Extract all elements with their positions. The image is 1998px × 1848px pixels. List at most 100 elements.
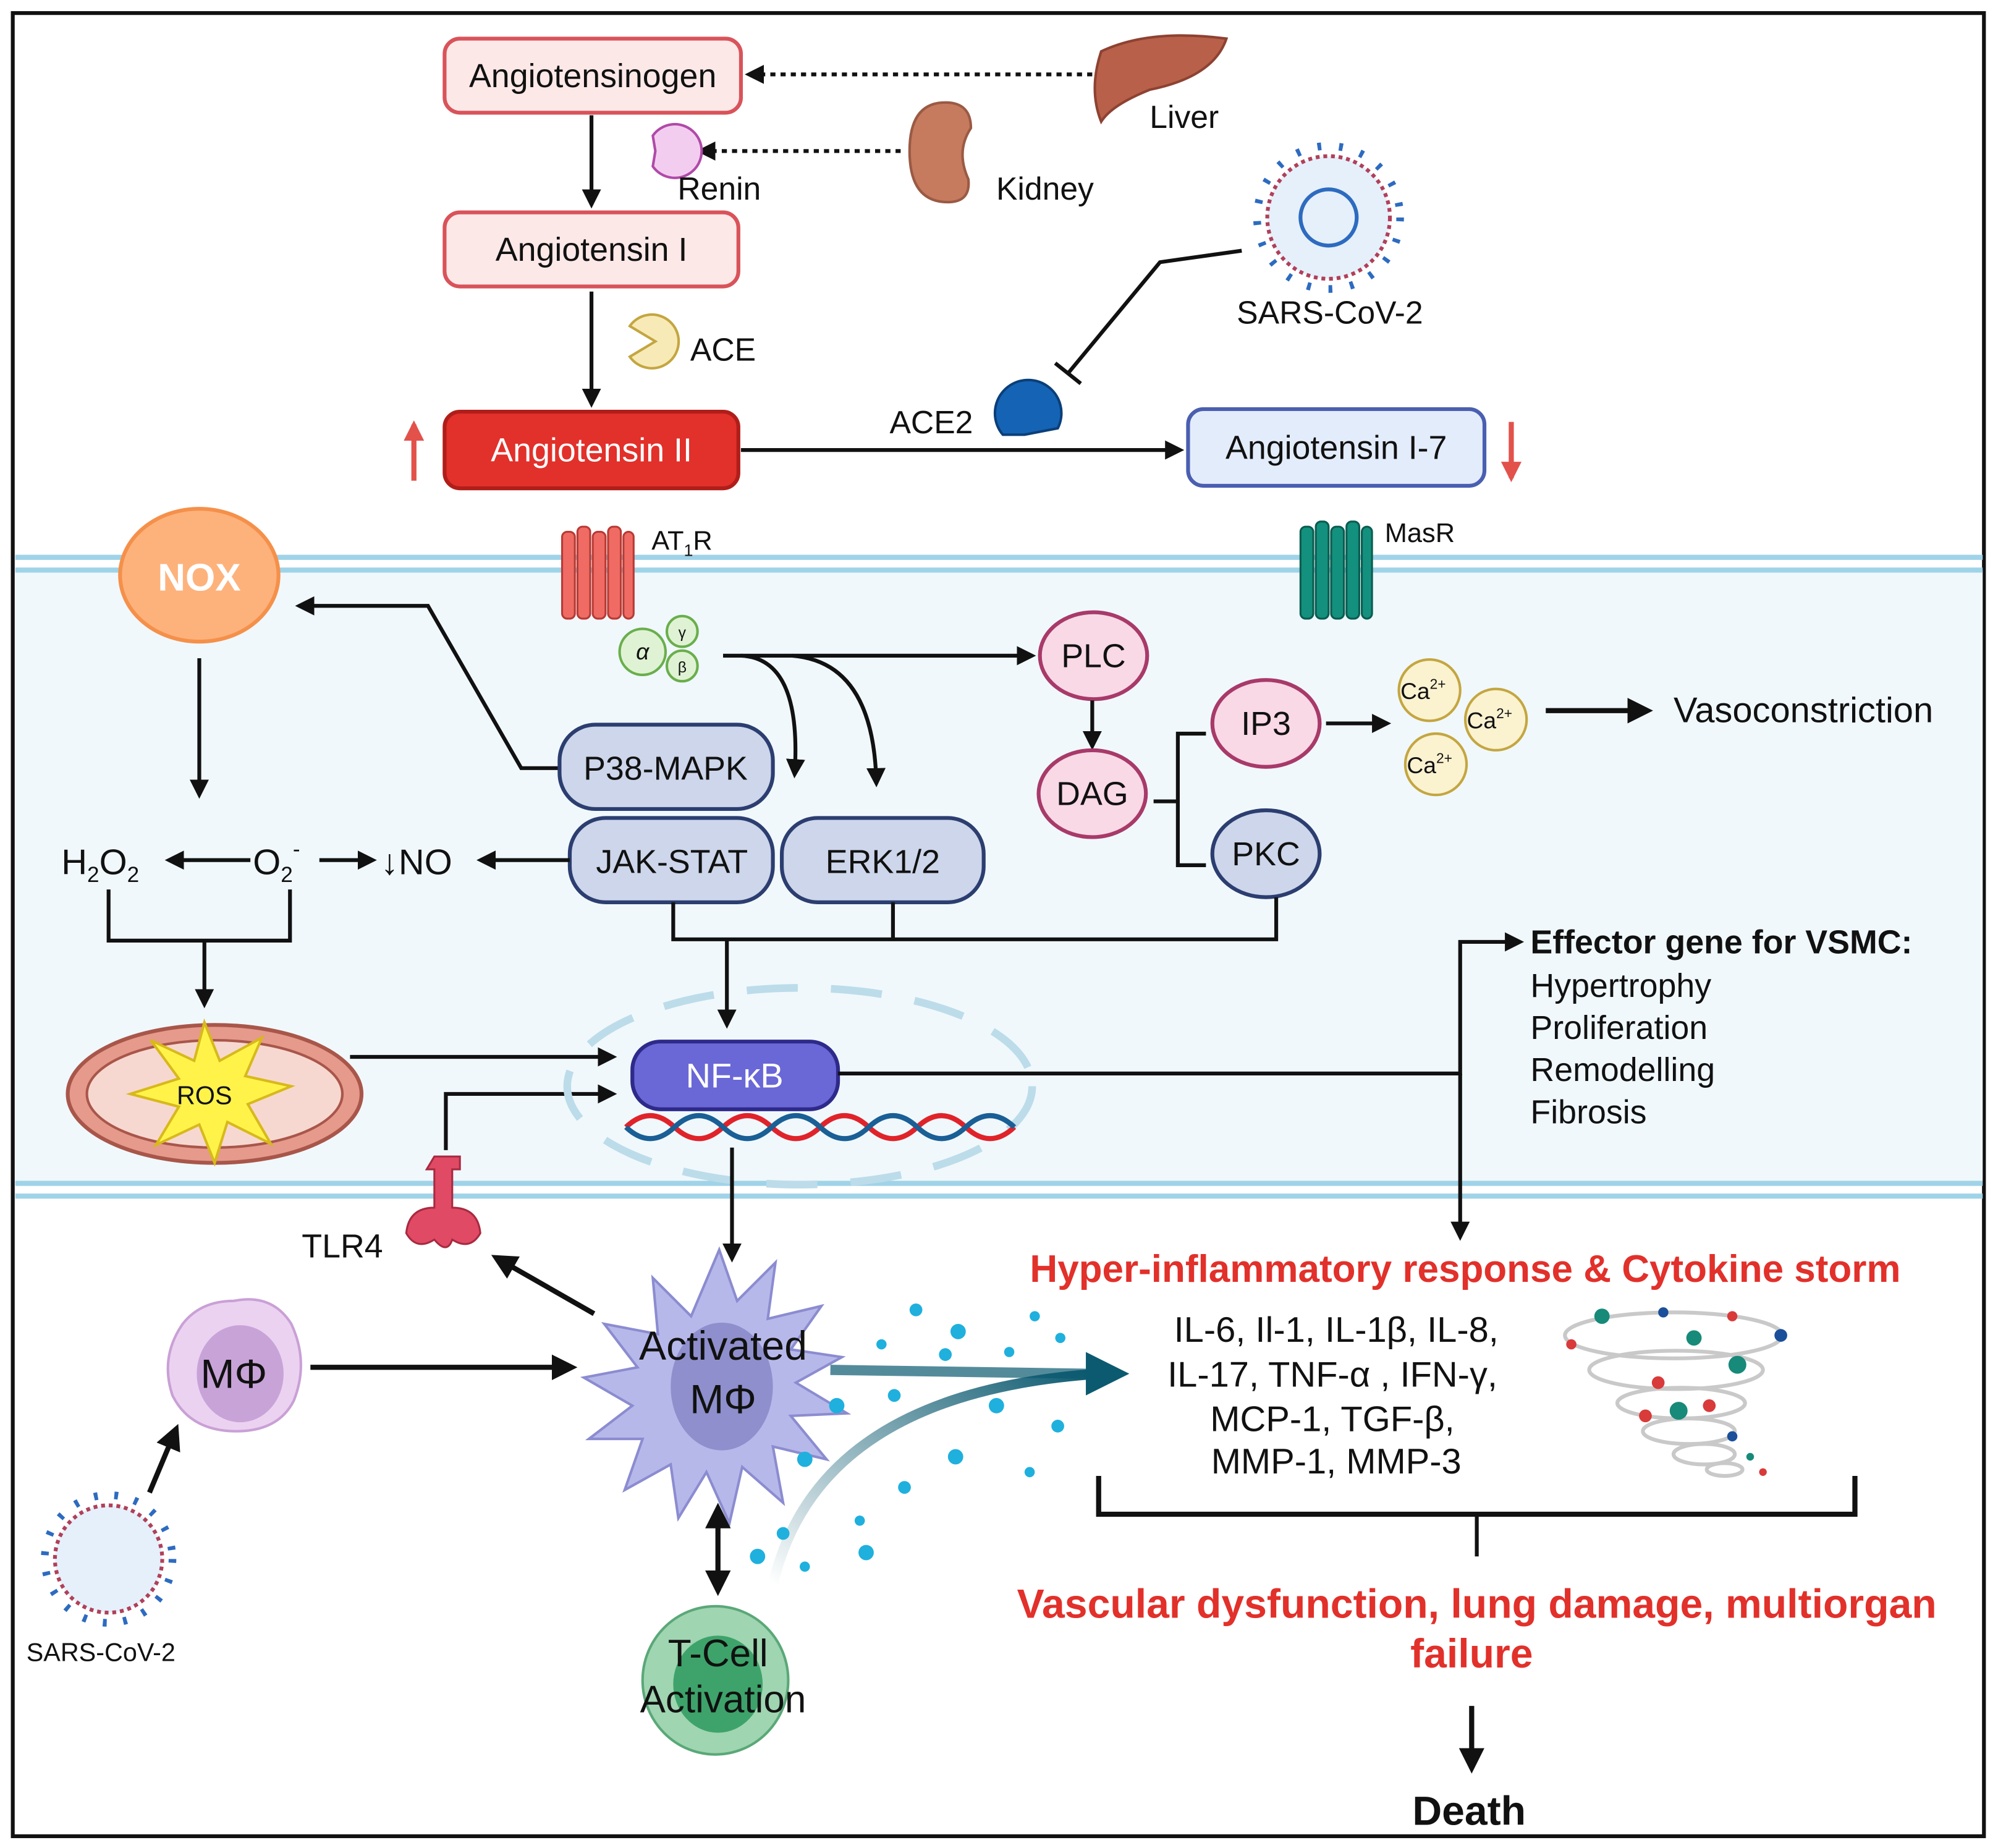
masr-receptor-icon bbox=[1299, 520, 1373, 620]
calcium-ions: Ca2+ Ca2+ Ca2+ bbox=[1397, 658, 1528, 797]
p38-to-nox-arrow bbox=[295, 596, 560, 770]
svg-text:MCP-1, TGF-β,: MCP-1, TGF-β, bbox=[1210, 1400, 1454, 1439]
svg-text:Angiotensin II: Angiotensin II bbox=[491, 432, 692, 469]
kidney-icon bbox=[908, 101, 973, 204]
mitochondrion-icon: ROS bbox=[66, 1018, 364, 1167]
svg-text:Ca2+: Ca2+ bbox=[1407, 750, 1452, 779]
calcium-ion: Ca2+ bbox=[1397, 658, 1462, 723]
plc-node: PLC bbox=[1038, 610, 1149, 701]
kidney-label: Kidney bbox=[996, 171, 1094, 206]
gprotein-to-p38-arrow bbox=[740, 653, 805, 779]
dag-node: DAG bbox=[1036, 748, 1148, 839]
nucleus-outline bbox=[563, 984, 1036, 1189]
ros-burst-icon bbox=[125, 1018, 296, 1167]
svg-text:IL-17, TNF-α , IFN-γ,: IL-17, TNF-α , IFN-γ, bbox=[1167, 1355, 1497, 1394]
cytokine-storm-tornado-icon bbox=[1563, 1307, 1787, 1478]
small-virus-icon bbox=[41, 1491, 177, 1627]
ip3-node: IP3 bbox=[1210, 678, 1322, 769]
g-protein-icon: α γ β bbox=[618, 614, 699, 683]
death-label: Death bbox=[1412, 1788, 1526, 1834]
svg-text:Remodelling: Remodelling bbox=[1530, 1051, 1715, 1088]
renin-label: Renin bbox=[677, 171, 761, 206]
calcium-ion: Ca2+ bbox=[1403, 732, 1468, 797]
no-decrease-label: ↓NO bbox=[381, 842, 452, 882]
at1r-label: AT1R bbox=[651, 526, 713, 559]
masr-label: MasR bbox=[1385, 519, 1455, 548]
cytokine-list: IL-6, Il-1, IL-1β, IL-8, IL-17, TNF-α , … bbox=[1167, 1310, 1499, 1481]
svg-text:α: α bbox=[636, 638, 650, 664]
gprotein-to-erk-arrow bbox=[792, 653, 886, 787]
angiotensinogen-box: Angiotensinogen bbox=[442, 36, 743, 115]
angiotensin-2-box: Angiotensin II bbox=[442, 409, 740, 491]
sars-cov-2-label: SARS-CoV-2 bbox=[1237, 294, 1423, 330]
damage-text-line1: Vascular dysfunction, lung damage, multi… bbox=[1017, 1581, 1937, 1627]
cytokine-particles bbox=[750, 1303, 1065, 1572]
cell-membrane bbox=[15, 554, 1983, 1199]
svg-text:Activated: Activated bbox=[639, 1323, 807, 1369]
svg-text:PLC: PLC bbox=[1061, 638, 1126, 675]
ace-label: ACE bbox=[690, 331, 756, 367]
svg-text:Proliferation: Proliferation bbox=[1530, 1009, 1708, 1046]
tlr4-label: TLR4 bbox=[302, 1228, 383, 1265]
svg-text:Fibrosis: Fibrosis bbox=[1530, 1093, 1646, 1130]
angiotensin-1-box: Angiotensin I bbox=[442, 210, 740, 289]
svg-text:Activation: Activation bbox=[640, 1678, 806, 1721]
svg-text:MΦ: MΦ bbox=[200, 1351, 267, 1397]
svg-text:Ca2+: Ca2+ bbox=[1400, 676, 1446, 705]
virus-to-macrophage-arrow bbox=[147, 1423, 180, 1494]
cytokine-arrowhead-icon bbox=[1086, 1352, 1130, 1396]
nfkb-to-effector-arrow bbox=[838, 932, 1525, 1075]
nox-node: NOX bbox=[118, 507, 281, 644]
cytokine-storm-title: Hyper-inflammatory response & Cytokine s… bbox=[1030, 1248, 1900, 1291]
svg-text:P38-MAPK: P38-MAPK bbox=[583, 750, 748, 787]
dag-branch-line bbox=[1153, 731, 1206, 803]
svg-text:NF-κB: NF-κB bbox=[686, 1056, 784, 1095]
svg-text:IL-6, Il-1, IL-1β, IL-8,: IL-6, Il-1, IL-1β, IL-8, bbox=[1174, 1310, 1499, 1350]
svg-text:T-Cell: T-Cell bbox=[668, 1632, 768, 1675]
macrophage-to-tlr4-arrow bbox=[491, 1255, 596, 1316]
tlr4-receptor-icon bbox=[405, 1155, 481, 1248]
pkc-node: PKC bbox=[1210, 808, 1322, 899]
svg-text:MMP-1, MMP-3: MMP-1, MMP-3 bbox=[1211, 1442, 1462, 1481]
sars-cov-2-virus-icon bbox=[1253, 142, 1404, 293]
svg-text:NOX: NOX bbox=[158, 556, 240, 599]
p38-mapk-node: P38-MAPK bbox=[557, 723, 775, 812]
svg-text:PKC: PKC bbox=[1232, 836, 1300, 873]
dna-helix-strand bbox=[624, 1113, 1017, 1142]
svg-text:Ca2+: Ca2+ bbox=[1467, 705, 1512, 734]
erk-node: ERK1/2 bbox=[779, 816, 986, 904]
effector-genes: Effector gene for VSMC: Hypertrophy Prol… bbox=[1530, 924, 1912, 1131]
macrophage-cell-icon: MΦ bbox=[166, 1298, 302, 1433]
svg-text:Hypertrophy: Hypertrophy bbox=[1530, 967, 1711, 1004]
calcium-ion: Ca2+ bbox=[1463, 687, 1528, 752]
cytokine-release-stream bbox=[830, 1365, 1086, 1379]
h2o2-label: H2O2 bbox=[61, 842, 139, 886]
ace-icon bbox=[628, 313, 680, 370]
kinase-join-line bbox=[671, 897, 1279, 941]
small-virus-label: SARS-CoV-2 bbox=[27, 1638, 176, 1667]
svg-text:MΦ: MΦ bbox=[690, 1377, 756, 1423]
ace2-label: ACE2 bbox=[889, 404, 973, 440]
dag-branch-line-pkc bbox=[1175, 801, 1206, 868]
renin-icon bbox=[651, 122, 703, 179]
svg-text:IP3: IP3 bbox=[1241, 705, 1291, 742]
liver-label: Liver bbox=[1149, 99, 1219, 135]
svg-text:ROS: ROS bbox=[177, 1081, 232, 1109]
jak-stat-node: JAK-STAT bbox=[567, 816, 775, 904]
svg-text:Effector gene for VSMC:: Effector gene for VSMC: bbox=[1530, 924, 1912, 961]
cytokine-release-arrow bbox=[768, 1368, 1099, 1586]
ros-join-line bbox=[106, 889, 292, 943]
svg-text:JAK-STAT: JAK-STAT bbox=[596, 843, 748, 880]
superoxide-label: O2- bbox=[253, 837, 300, 886]
at1r-receptor-icon bbox=[561, 525, 635, 620]
inhibition-bar bbox=[1054, 362, 1082, 386]
ace2-enzyme-icon bbox=[993, 378, 1063, 436]
svg-text:γ: γ bbox=[679, 625, 687, 642]
tlr4-to-nfkb-arrow bbox=[444, 1084, 617, 1150]
svg-text:DAG: DAG bbox=[1056, 776, 1128, 813]
svg-text:Angiotensinogen: Angiotensinogen bbox=[469, 57, 716, 95]
sars-inhibits-ace2-line bbox=[1066, 248, 1242, 375]
liver-icon bbox=[1093, 34, 1229, 125]
svg-text:ERK1/2: ERK1/2 bbox=[826, 843, 940, 880]
